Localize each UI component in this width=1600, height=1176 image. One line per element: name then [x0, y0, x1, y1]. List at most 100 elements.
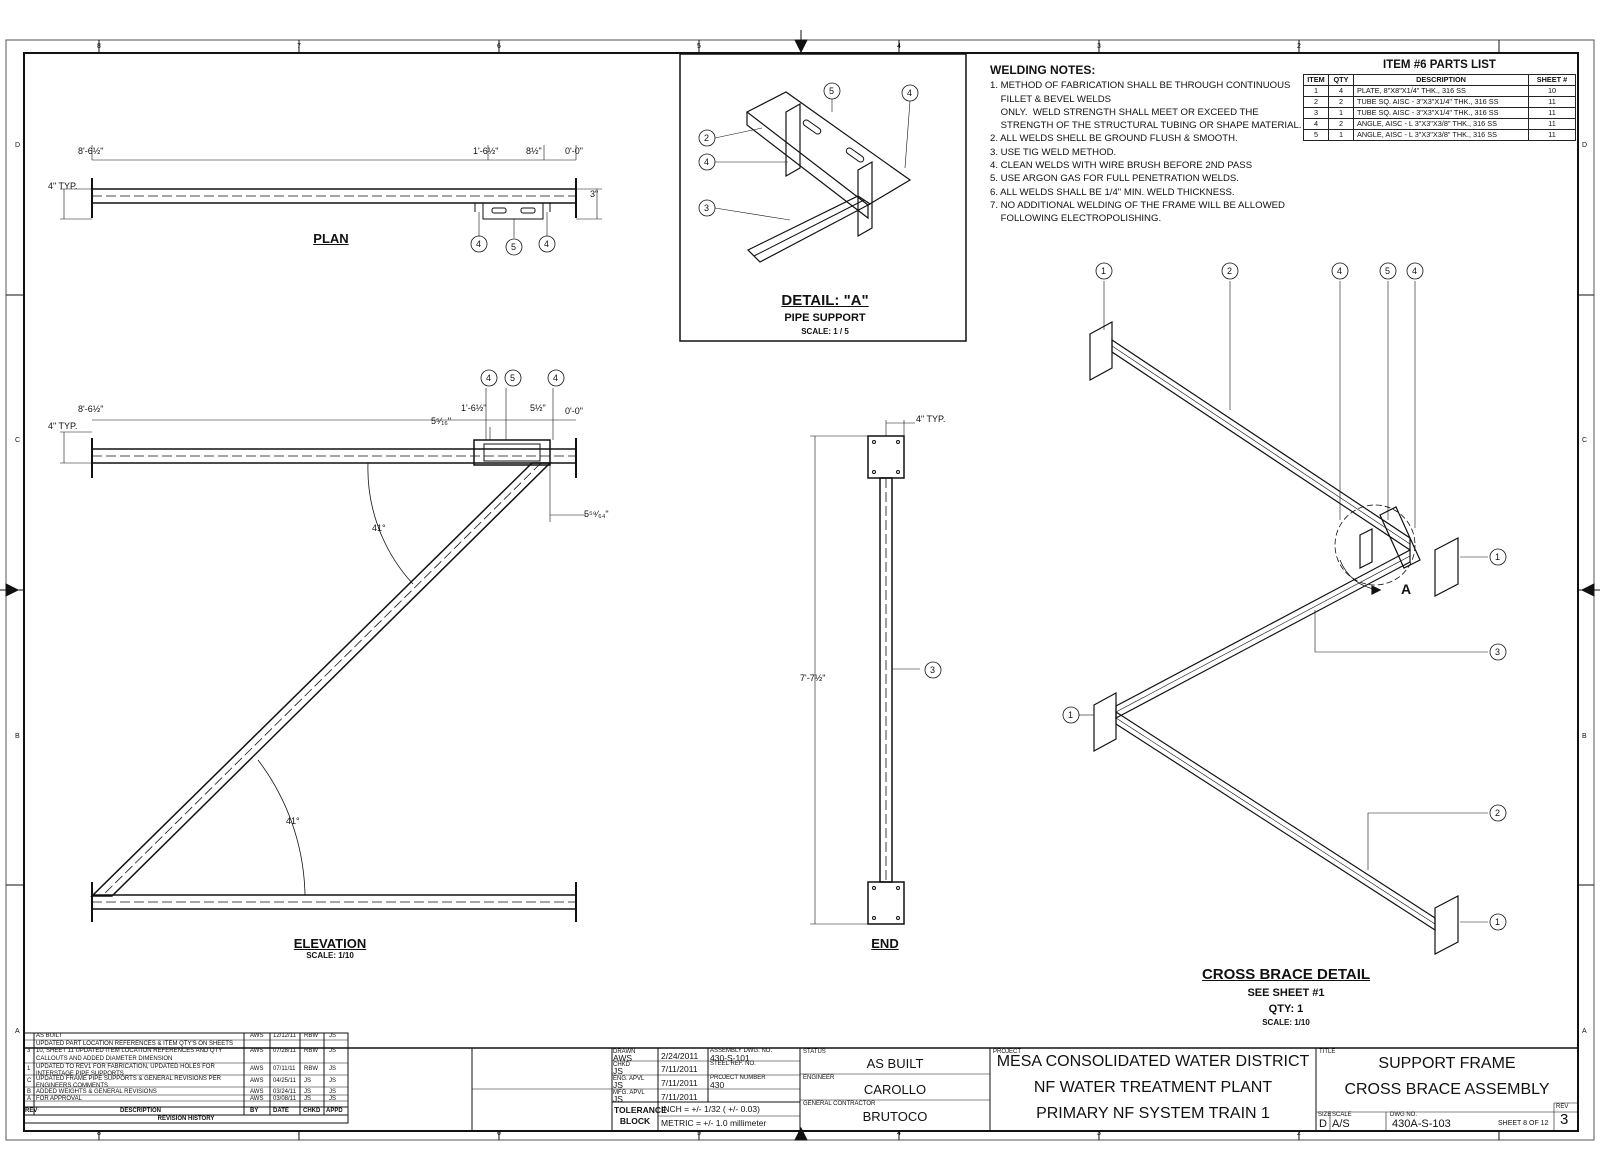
tolerance-inch: INCH = +/- 1/32 ( +/- 0.03) [661, 1104, 760, 1114]
parts-cell: 11 [1528, 96, 1576, 108]
rev-footer-cell: DESCRIPTION [120, 1108, 162, 1114]
angle-bottom-label: 41° [286, 816, 300, 826]
drawn-block: DRAWN AWS 2/24/2011 ASSEMBLY DWG. NO. 43… [612, 1048, 800, 1131]
rev-cell: ADDED WEIGHTS & GENERAL REVISIONS [36, 1089, 157, 1095]
table-row: 2 2 TUBE SQ. AISC - 3"X3"X1/4" THK., 316… [1303, 96, 1576, 108]
rev-cell: JS [329, 1096, 337, 1102]
rev-cell: JS [304, 1096, 312, 1102]
rev-cell: 03/08/11 [273, 1096, 296, 1102]
elev-dim-left: 8'-6½" [78, 404, 104, 414]
zone-label: 4 [897, 1130, 901, 1137]
rev-cell: AWS [250, 1078, 264, 1084]
rev-cell: 07/11/11 [273, 1066, 296, 1072]
parts-cell: TUBE SQ. AISC - 3"X3"X1/4" THK., 316 SS [1353, 107, 1529, 119]
rev-cell: UPDATED TO REV1 FOR FABRICATION, UPDATED… [36, 1064, 215, 1078]
drawn-role: CHKD [613, 1062, 631, 1068]
elev-dim-right: 5½" [530, 403, 546, 413]
parts-cell: 2 [1328, 118, 1354, 130]
project-line-2: NF WATER TREATMENT PLANT [1033, 1079, 1273, 1096]
revision-row: 1 UPDATED TO REV1 FOR FABRICATION, UPDAT… [24, 1064, 348, 1078]
zone-label: B [15, 733, 20, 740]
rev-cell: AS BUILT [36, 1033, 63, 1039]
drawn-who: AWS [613, 1053, 633, 1063]
drawn-date: 7/11/2011 [661, 1064, 698, 1074]
zone-label: 8 [97, 1130, 101, 1137]
end-view [810, 420, 920, 925]
zone-label: 7 [297, 1130, 301, 1137]
zone-label: 6 [497, 1130, 501, 1137]
parts-list-title: ITEM #6 PARTS LIST [1383, 59, 1496, 71]
elev-dim-mid: 1'-6½" [461, 403, 487, 413]
drawn-ref-label: STEEL REF. NO. [710, 1061, 756, 1067]
detail-a-view [679, 53, 967, 342]
zone-label: A [15, 1028, 20, 1035]
project-block: PROJECT MESA CONSOLIDATED WATER DISTRICT… [990, 1048, 1316, 1131]
rev-cell: RBW [304, 1048, 318, 1054]
rev-cell: AWS [250, 1066, 264, 1072]
rev-footer-cell: DATE [273, 1108, 289, 1114]
zone-label: B [1582, 733, 1587, 740]
balloon-number: 2 [704, 133, 710, 143]
parts-cell: 3 [1303, 107, 1329, 119]
parts-cell: 11 [1528, 129, 1576, 141]
table-row: 5 1 ANGLE, AISC - L 3"X3"X3/8" THK., 316… [1303, 129, 1576, 141]
parts-cell: 1 [1328, 129, 1354, 141]
revision-row: AS BUILT AWS 12/12/11 RBW JS [24, 1033, 348, 1040]
zone-label: D [15, 142, 21, 149]
parts-cell: 2 [1303, 96, 1329, 108]
rev-cell: 07/28/11 [273, 1048, 296, 1054]
title-label: TITLE [1319, 1049, 1336, 1055]
table-row: 3 1 TUBE SQ. AISC - 3"X3"X1/4" THK., 316… [1303, 107, 1576, 119]
project-label: PROJECT [993, 1049, 1022, 1055]
end-dim-height: 7'-7½" [800, 673, 826, 683]
balloon-number: 1 [1495, 552, 1501, 562]
revision-row: B ADDED WEIGHTS & GENERAL REVISIONS AWS … [24, 1089, 348, 1096]
title-block: TITLE SUPPORT FRAME CROSS BRACE ASSEMBLY… [1316, 1048, 1578, 1131]
drawn-date: 7/11/2011 [661, 1092, 698, 1102]
elev-dim-typ: 4" TYP. [48, 421, 78, 431]
elev-dim-zero: 0'-0" [565, 406, 583, 416]
drawn-who: JS [613, 1066, 623, 1076]
parts-cell: 4 [1328, 85, 1354, 97]
welding-note-line: ONLY. WELD STRENGTH SHALL MEET OR EXCEED… [990, 106, 1259, 118]
elevation-view [60, 388, 586, 922]
rev-cell: JS [329, 1089, 337, 1095]
zone-label: 3 [1097, 1130, 1101, 1137]
balloon-number: 2 [1227, 266, 1233, 276]
cross-brace-title: CROSS BRACE DETAIL [1201, 966, 1371, 983]
parts-header: QTY [1328, 74, 1354, 86]
status-label: STATUS [803, 1049, 826, 1055]
title-line-1: SUPPORT FRAME [1378, 1055, 1516, 1072]
title-line-2: CROSS BRACE ASSEMBLY [1344, 1081, 1550, 1098]
parts-header: ITEM [1303, 74, 1329, 86]
welding-note-line: FOLLOWING ELECTROPOLISHING. [990, 213, 1162, 225]
rev-cell: FOR APPROVAL [36, 1096, 82, 1102]
drawn-role: ENG. APVL [613, 1076, 645, 1082]
engineer-value: CAROLLO [863, 1082, 927, 1097]
parts-cell: ANGLE, AISC - L 3"X3"X3/8" THK., 316 SS [1353, 118, 1529, 130]
welding-note-line: FILLET & BEVEL WELDS [990, 93, 1112, 105]
balloon-number: 3 [1495, 647, 1501, 657]
balloon-number: 1 [1495, 917, 1501, 927]
plan-dim-right: 8½" [526, 146, 542, 156]
balloon-number: 3 [930, 665, 936, 675]
rev-footer-cell: CHKD [303, 1108, 321, 1114]
revision-row: C UPDATED FRAME PIPE SUPPORTS & GENERAL … [24, 1076, 348, 1089]
rev-cell: B [27, 1089, 32, 1095]
balloon-number: 4 [476, 239, 482, 249]
rev-cell: 3 [27, 1048, 31, 1054]
zone-label: 4 [897, 43, 901, 50]
size-label: SIZE [1318, 1112, 1332, 1118]
rev-cell: JS [304, 1089, 312, 1095]
detail-a-leaders [714, 99, 911, 221]
zone-label: 2 [1297, 1130, 1301, 1137]
drawn-role: MFG. APVL [613, 1090, 645, 1096]
cross-brace-qty: QTY: 1 [1268, 1003, 1304, 1015]
rev-cell: JS [329, 1066, 337, 1072]
rev-cell: JS [329, 1078, 337, 1084]
scale-value: A/S [1332, 1118, 1350, 1130]
zone-label: 7 [297, 43, 301, 50]
elev-dim-offset: 5⁵⁹⁄₆₄" [584, 509, 609, 519]
end-title: END [871, 936, 899, 951]
